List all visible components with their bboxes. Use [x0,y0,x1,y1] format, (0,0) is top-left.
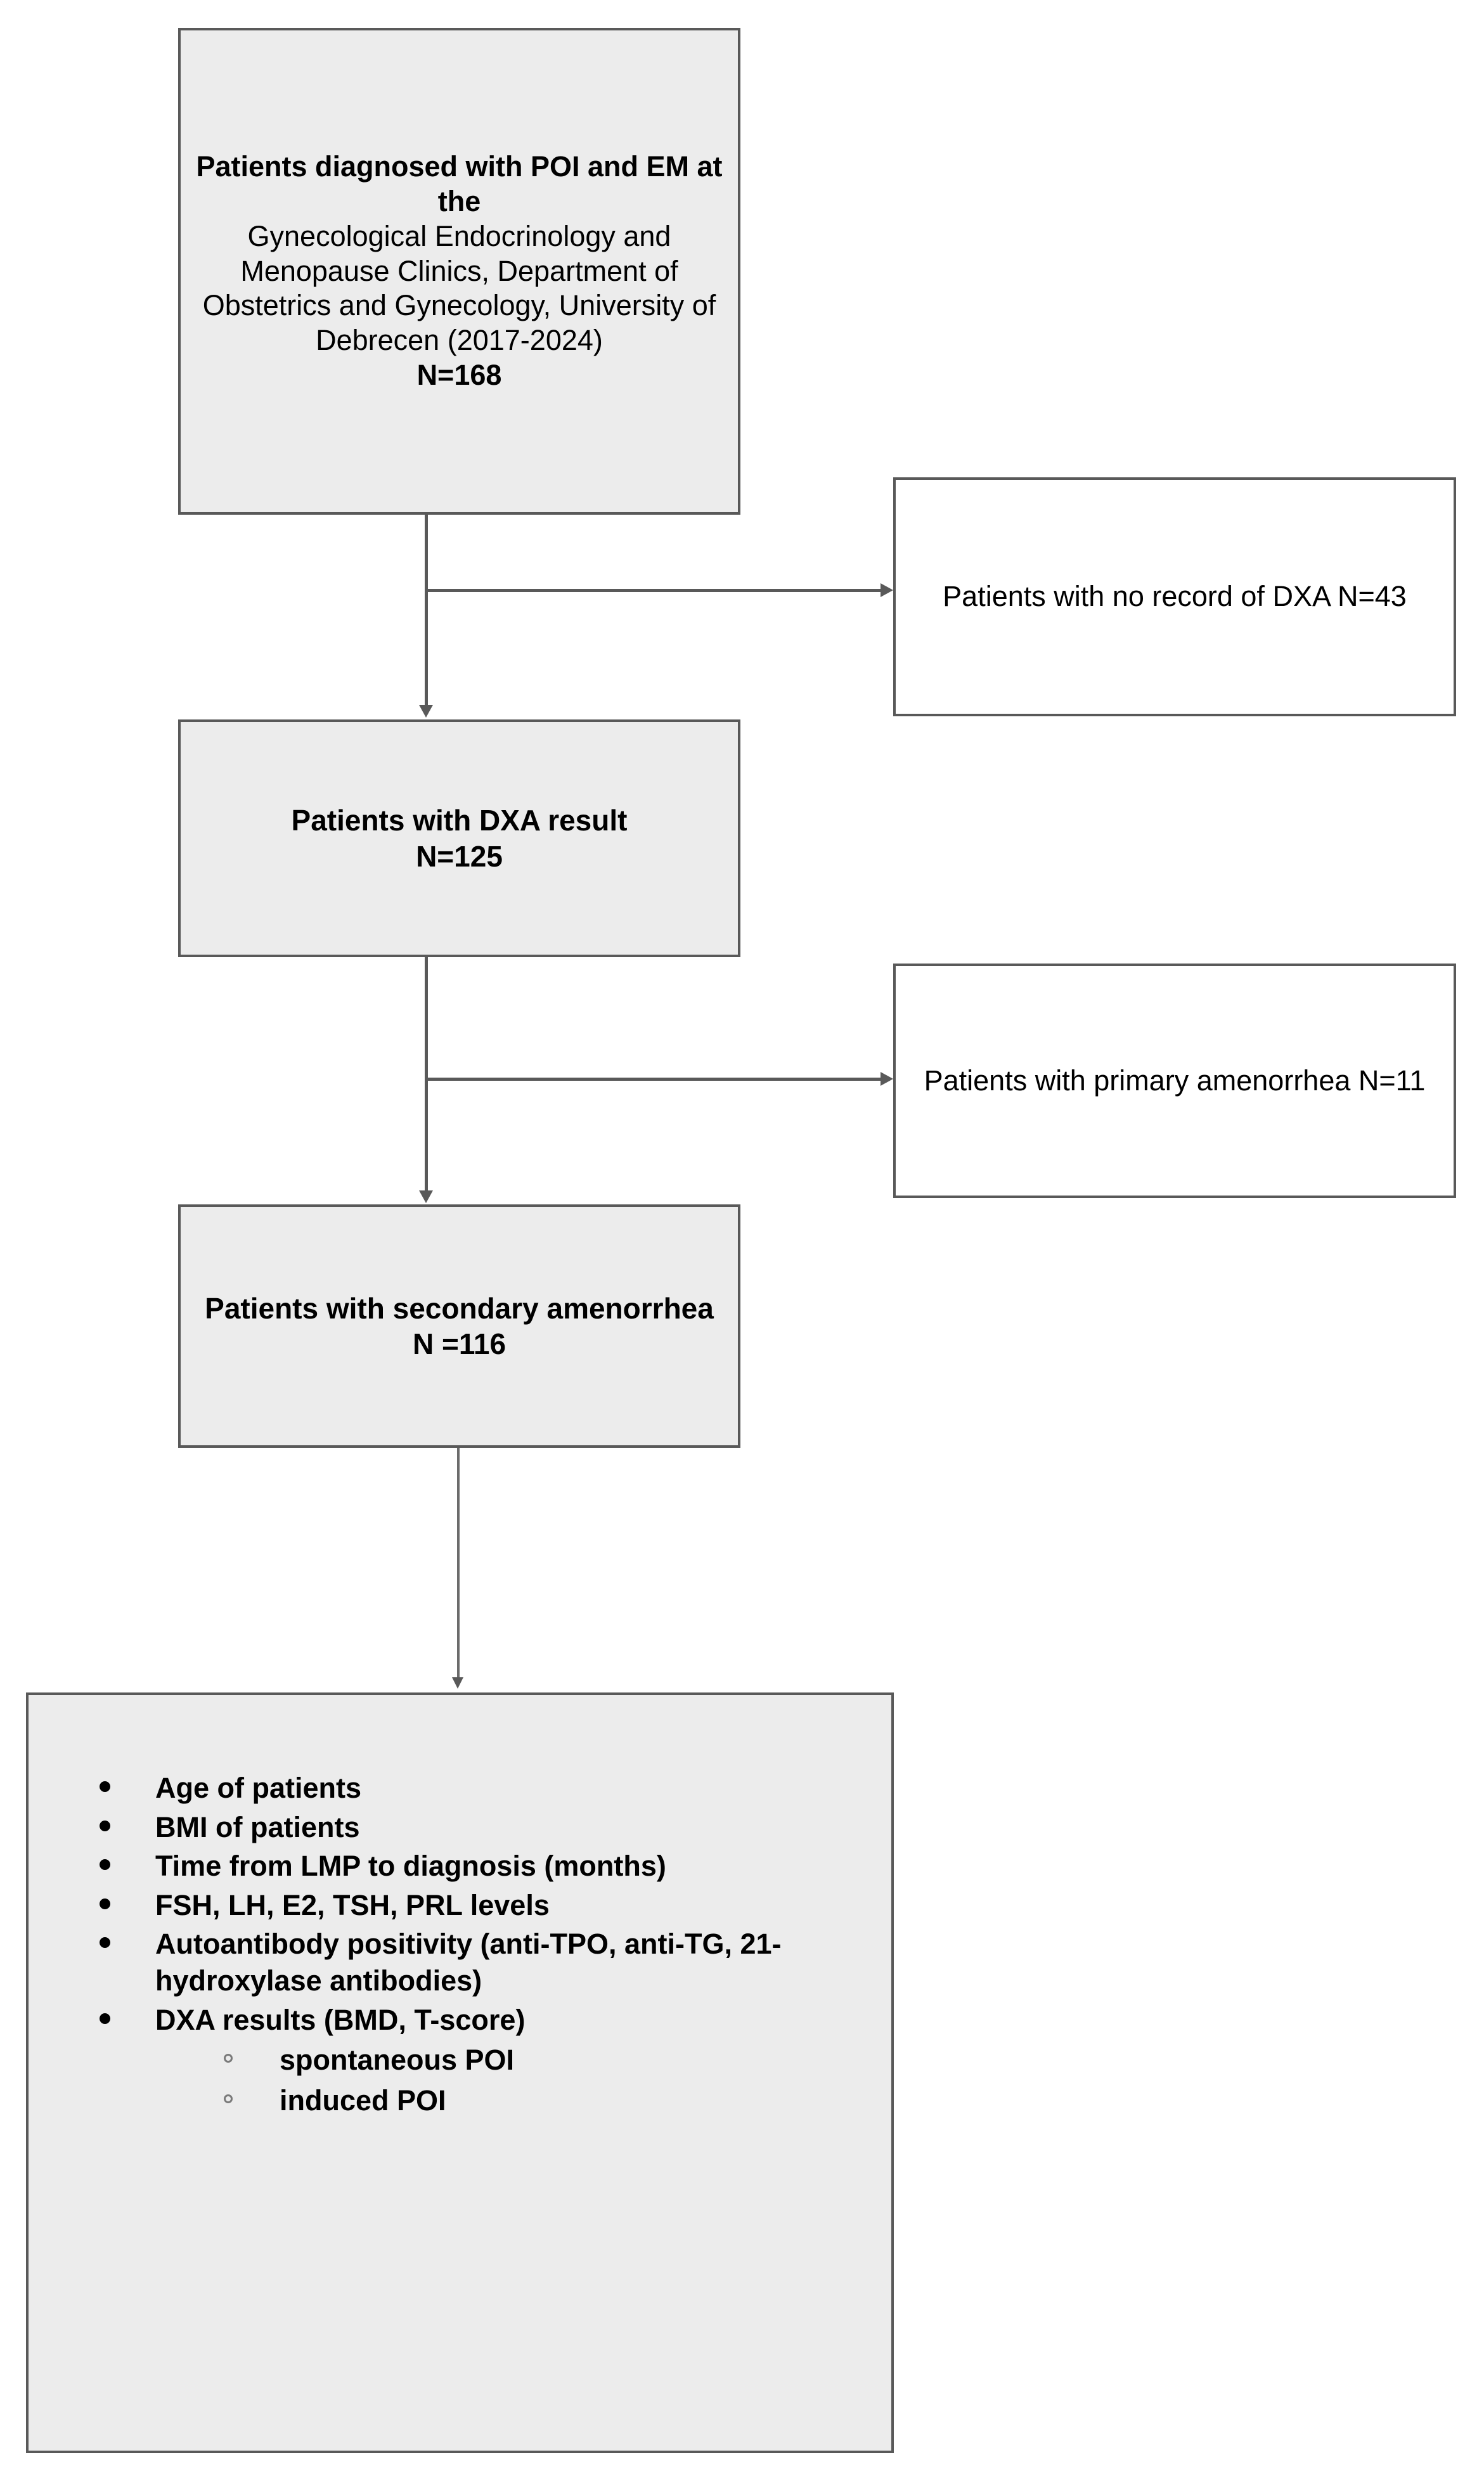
node-cohort-lead: Patients diagnosed with POI and EM at th… [196,150,723,217]
node-cohort-count: N=168 [416,359,502,392]
variable-sublist-item: spontaneous POI [221,2042,827,2079]
node-cohort-box: Patients diagnosed with POI and EM at th… [178,28,740,515]
bullet-disc-icon [100,1859,110,1871]
node-dxa-result-label: Patients with DXA result [291,804,628,837]
connector-cohort-to-no-dxa-horizontal [425,589,881,592]
variable-sublist-item-label: induced POI [280,2084,446,2117]
node-secondary-amenorrhea-count: N =116 [412,1327,506,1360]
connector-dxa-to-primary-amen-horizontal [425,1078,881,1081]
variable-list-item-label: BMI of patients [155,1810,360,1843]
variable-list-item-label: Autoantibody positivity (anti-TPO, anti-… [155,1928,782,1997]
variable-list-item: DXA results (BMD, T-score) spontaneous PO… [97,2002,827,2119]
variable-list-item: Age of patients [97,1770,827,1807]
variable-list-item-label: FSH, LH, E2, TSH, PRL levels [155,1888,550,1921]
node-excluded-primary-amenorrhea-text: Patients with primary amenorrhea N=11 [924,1064,1426,1097]
variable-list-item: BMI of patients [97,1809,827,1846]
arrowhead-dxa-to-primary-amen [881,1072,893,1086]
variable-list-item-label: Time from LMP to diagnosis (months) [155,1850,666,1883]
variable-list-item: Time from LMP to diagnosis (months) [97,1848,827,1885]
arrowhead-cohort-to-no-dxa [881,583,893,597]
node-excluded-no-dxa-text: Patients with no record of DXA N=43 [943,580,1407,613]
variable-list-item: Autoantibody positivity (anti-TPO, anti-… [97,1926,827,1999]
bullet-disc-icon [100,2013,110,2024]
variable-list-item: FSH, LH, E2, TSH, PRL levels [97,1887,827,1924]
node-secondary-amenorrhea-box: Patients with secondary amenorrhea N =11… [178,1204,740,1448]
arrowhead-cohort-to-dxa [419,705,433,718]
arrowhead-secondary-to-variables [452,1677,463,1689]
node-dxa-result-count: N=125 [416,839,503,873]
connector-secondary-to-variables-vertical [457,1448,460,1681]
connector-cohort-to-dxa-vertical [425,515,428,707]
bullet-disc-icon [100,1781,110,1792]
bullet-disc-icon [100,1937,110,1949]
arrowhead-dxa-to-secondary [419,1190,433,1203]
variable-list-item-label: DXA results (BMD, T-score) [155,2003,526,2036]
node-dxa-result-box: Patients with DXA result N=125 [178,719,740,957]
variable-sublist-item-label: spontaneous POI [280,2044,515,2077]
variable-sublist: spontaneous POI induced POI [155,2042,827,2118]
node-secondary-amenorrhea-label: Patients with secondary amenorrhea [205,1291,714,1325]
bullet-circle-icon [224,2094,233,2103]
bullet-circle-icon [224,2054,233,2063]
node-dxa-result-text: Patients with DXA result N=125 [181,803,738,873]
bullet-disc-icon [100,1820,110,1831]
variable-list-item-label: Age of patients [155,1772,362,1804]
node-excluded-primary-amenorrhea-box: Patients with primary amenorrhea N=11 [893,964,1456,1198]
node-cohort-text: Patients diagnosed with POI and EM at th… [181,150,738,393]
connector-dxa-to-secondary-vertical [425,957,428,1192]
variable-sublist-item: induced POI [221,2082,827,2119]
bullet-disc-icon [100,1898,110,1909]
node-cohort-body: Gynecological Endocrinology and Menopaus… [202,219,716,357]
node-secondary-amenorrhea-text: Patients with secondary amenorrhea N =11… [181,1291,738,1362]
node-excluded-no-dxa-box: Patients with no record of DXA N=43 [893,477,1456,716]
